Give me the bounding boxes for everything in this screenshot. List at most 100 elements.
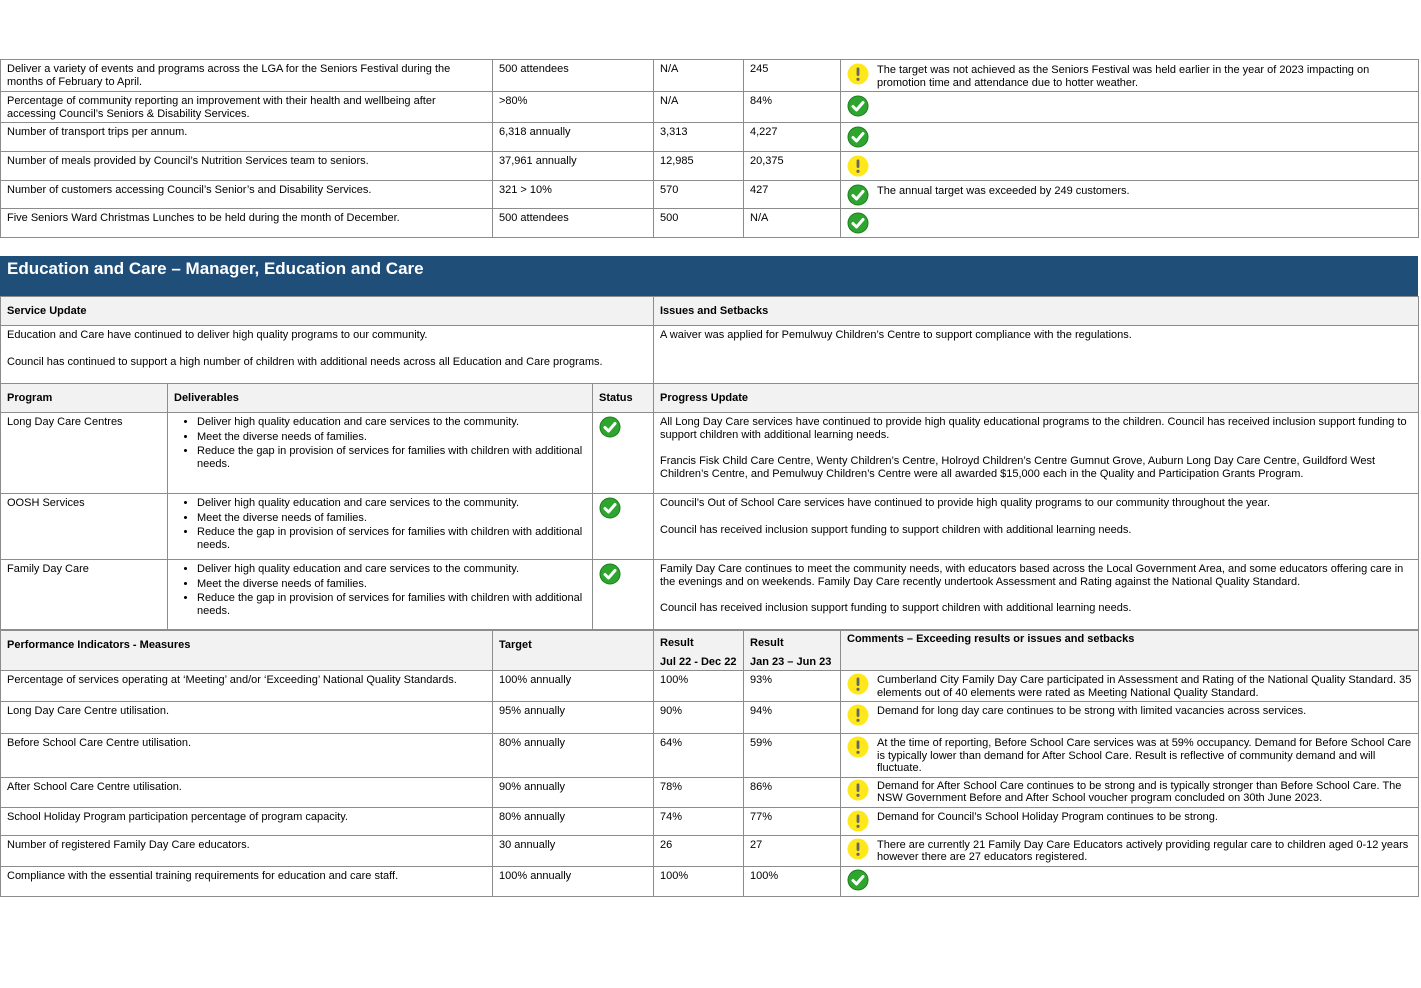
deliverable-item: Meet the diverse needs of families. [197,512,586,525]
result-h2-cell: 20,375 [743,151,841,181]
table-row: OOSH ServicesDeliver high quality educat… [0,493,1419,560]
tick-icon [847,95,869,117]
result-h2-cell: 94% [743,701,841,734]
issues-heading: Issues and Setbacks [653,296,1419,326]
comment-text [877,126,1412,127]
program-heading: Program [0,383,168,413]
result-h2-cell: 427 [743,180,841,209]
result-h2-cell: N/A [743,208,841,238]
service-update-heading: Service Update [0,296,654,326]
table-row: School Holiday Program participation per… [0,806,1419,836]
target-cell: 95% annually [492,701,654,734]
result-h2-cell: 84% [743,91,841,123]
comment-text: Demand for Council’s School Holiday Prog… [877,810,1218,823]
tick-icon [847,869,869,891]
result-h2-cell: 245 [743,59,841,92]
table-row: Long Day Care CentresDeliver high qualit… [0,412,1419,494]
result-label: Result [660,637,694,649]
deliverable-item: Meet the diverse needs of families. [197,578,586,591]
measure-cell: Deliver a variety of events and programs… [0,59,493,92]
target-cell: 500 attendees [492,208,654,238]
measure-cell: Number of transport trips per annum. [0,122,493,152]
program-table: Program Deliverables Status Progress Upd… [0,383,1419,630]
period-label: Jul 22 - Dec 22 [660,655,737,668]
result-h1-cell: 64% [653,733,744,778]
deliverables-cell: Deliver high quality education and care … [167,412,593,494]
comment-text [877,869,1412,870]
comment-cell: Demand for long day care continues to be… [840,701,1419,734]
result-h1-cell: 100% [653,865,744,897]
table-row: Long Day Care Centre utilisation.95% ann… [0,701,1419,734]
comments-heading: Comments – Exceeding results or issues a… [840,630,1419,671]
result-period2-heading: Result Jan 23 – Jun 23 [743,630,841,671]
result-h2-cell: 86% [743,776,841,808]
result-h2-cell: 59% [743,733,841,778]
deliverable-item: Reduce the gap in provision of services … [197,592,586,617]
measure-cell: After School Care Centre utilisation. [0,776,493,808]
result-h1-cell: 12,985 [653,151,744,181]
result-h1-cell: 26 [653,834,744,867]
table-row: Five Seniors Ward Christmas Lunches to b… [0,208,1419,238]
table-row: Percentage of community reporting an imp… [0,91,1419,123]
measure-cell: Long Day Care Centre utilisation. [0,701,493,734]
issues-text: A waiver was applied for Pemulwuy Childr… [653,325,1419,385]
result-h1-cell: N/A [653,91,744,123]
deliverables-heading: Deliverables [167,383,593,413]
comment-text: At the time of reporting, Before School … [877,737,1412,774]
result-h1-cell: 3,313 [653,122,744,152]
tick-icon [847,184,869,206]
table-row: Before School Care Centre utilisation.80… [0,733,1419,778]
target-cell: 37,961 annually [492,151,654,181]
seniors-measures-table: Deliver a variety of events and programs… [0,59,1419,238]
comment-text: There are currently 21 Family Day Care E… [877,838,1409,864]
result-h1-cell: 100% [653,670,744,702]
section-banner: Education and Care – Manager, Education … [0,256,1418,296]
tick-icon [847,212,869,234]
education-measures-table: Performance Indicators - Measures Target… [0,630,1419,897]
result-h2-cell: 100% [743,865,841,897]
comment-cell: There are currently 21 Family Day Care E… [840,834,1419,867]
comment-cell: Cumberland City Family Day Care particip… [840,670,1419,702]
service-update-text: Education and Care have continued to del… [0,325,654,385]
comment-cell: At the time of reporting, Before School … [840,733,1419,778]
measure-cell: Number of customers accessing Council’s … [0,180,493,209]
measure-cell: Number of registered Family Day Care edu… [0,834,493,867]
table-row: Number of transport trips per annum.6,31… [0,122,1419,152]
progress-heading: Progress Update [653,383,1419,413]
target-cell: 100% annually [492,670,654,702]
tick-icon [847,126,869,148]
result-h1-cell: 74% [653,806,744,836]
table-row: Percentage of services operating at ‘Mee… [0,670,1419,702]
tick-icon [599,497,621,519]
deliverables-cell: Deliver high quality education and care … [167,493,593,560]
target-cell: 80% annually [492,733,654,778]
target-cell: 100% annually [492,865,654,897]
progress-paragraph: Council’s Out of School Care services ha… [660,497,1271,509]
target-cell: >80% [492,91,654,123]
result-h1-cell: 90% [653,701,744,734]
table-row: Number of meals provided by Council’s Nu… [0,151,1419,181]
target-cell: 321 > 10% [492,180,654,209]
service-update-table: Service Update Issues and Setbacks Educa… [0,296,1419,385]
measure-cell: Percentage of community reporting an imp… [0,91,493,123]
comment-text: The annual target was exceeded by 249 cu… [877,185,1130,197]
measure-cell: School Holiday Program participation per… [0,806,493,836]
result-period1-heading: Result Jul 22 - Dec 22 [653,630,744,671]
deliverable-item: Reduce the gap in provision of services … [197,526,586,551]
result-h1-cell: 500 [653,208,744,238]
comment-text [877,212,1412,213]
status-heading: Status [592,383,654,413]
warning-icon [847,673,869,695]
comment-text: Demand for long day care continues to be… [877,705,1307,717]
progress-paragraph: Council has received inclusion support f… [660,523,1132,536]
comment-cell [840,91,1419,123]
table-row: Number of customers accessing Council’s … [0,180,1419,209]
service-update-paragraph: Council has continued to support a high … [7,355,603,368]
program-name: OOSH Services [0,493,168,560]
result-h2-cell: 93% [743,670,841,702]
warning-icon [847,63,869,85]
table-row: Deliver a variety of events and programs… [0,59,1419,92]
section-title: Education and Care – Manager, Education … [7,259,424,278]
status-cell [592,493,654,560]
warning-icon [847,736,869,758]
